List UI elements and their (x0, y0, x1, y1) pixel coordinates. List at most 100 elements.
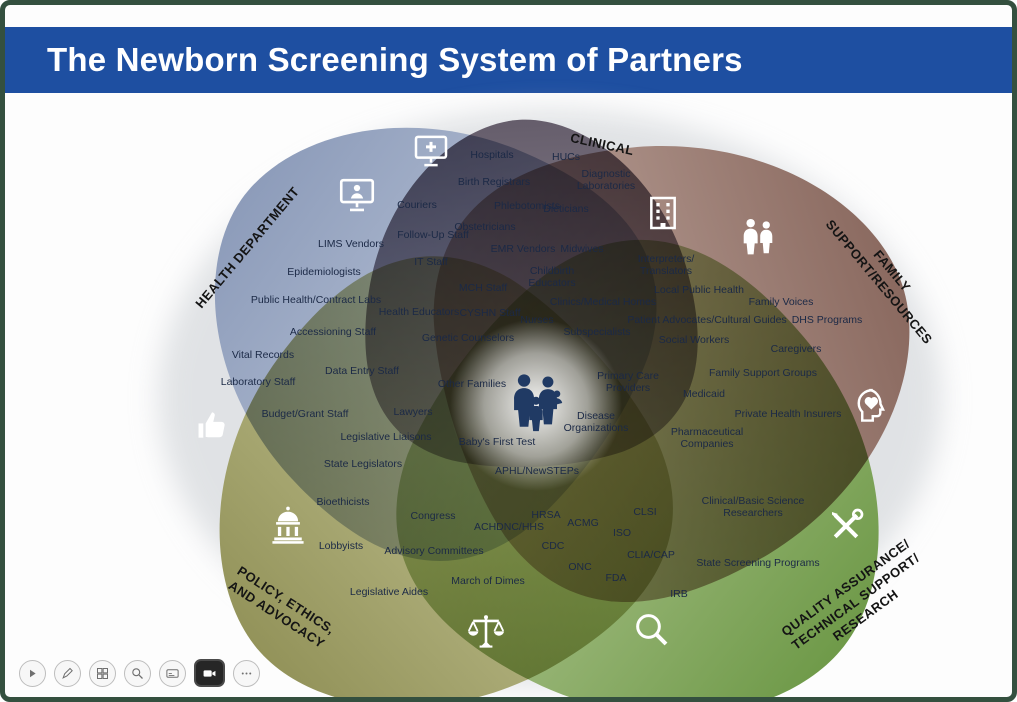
medical-computer-icon (411, 131, 451, 171)
tools-icon (826, 506, 866, 546)
partner-label: Public Health/Contract Labs (250, 293, 382, 306)
scales-icon (464, 609, 508, 653)
partner-label: CDC (541, 539, 565, 552)
partner-label: EMR Vendors (490, 242, 556, 255)
partner-label: Budget/Grant Staff (261, 407, 349, 420)
partner-label: Clinical/Basic Science Researchers (701, 494, 805, 519)
zoom-button[interactable] (124, 659, 151, 687)
icons-layer (5, 5, 1017, 702)
partner-label: Subspecialists (563, 325, 631, 338)
partner-label: Data Entry Staff (325, 364, 399, 377)
partner-label: Bioethicists (316, 495, 370, 508)
partner-label: Other Families (437, 377, 507, 390)
family-icon (735, 214, 781, 258)
petals-layer (214, 119, 910, 697)
partner-label: Legislative Liaisons (340, 430, 432, 443)
partner-label: DHS Programs (791, 313, 863, 326)
partner-label: CLIA/CAP (627, 548, 675, 561)
partner-label: Private Health Insurers (734, 407, 842, 420)
hospital-building-icon (643, 191, 683, 235)
partner-label: Diagnostic Laboratories (576, 167, 636, 192)
partner-label: Phlebotomists (494, 199, 560, 212)
partner-label: Obstetricians (454, 220, 516, 233)
partner-label: Lawyers (393, 405, 433, 418)
head-heart-icon (850, 384, 892, 426)
partner-label: Accessioning Staff (289, 325, 377, 338)
petal-health-department (214, 127, 657, 561)
partner-label: Genetic Counselors (421, 331, 515, 344)
slide-title: The Newborn Screening System of Partners (47, 41, 743, 78)
partner-label: Childbirth Educators (528, 264, 576, 289)
pen-icon (60, 666, 75, 681)
partner-label: Family Support Groups (709, 366, 817, 379)
petal-clinical (365, 119, 698, 468)
partner-label: Interpreters/ Translators (637, 252, 695, 277)
partner-label: Caregivers (770, 342, 822, 355)
partner-label: Family Voices (748, 295, 814, 308)
partner-label: ISO (612, 526, 632, 539)
petal-policy-ethics-advocacy (219, 256, 673, 697)
partner-label: Baby's First Test (458, 435, 536, 448)
petal-title-family: FAMILY SUPPORT/RESOURCES (822, 216, 936, 347)
title-bar: The Newborn Screening System of Partners (5, 27, 1012, 93)
partner-label: Pharmaceutical Companies (670, 425, 744, 450)
petal-titles-layer: HEALTH DEPARTMENT CLINICAL FAMILY SUPPORT/… (5, 5, 1012, 697)
ellipsis-icon (239, 666, 254, 681)
partner-label: HRSA (531, 508, 561, 521)
partner-label: ACMG (567, 516, 599, 529)
partner-label: Primary Care Providers (597, 369, 659, 394)
partner-label: IT Staff (414, 255, 448, 268)
partner-label: Health Educators (378, 305, 460, 318)
magnifier-icon (631, 609, 671, 649)
partner-label: ONC (568, 560, 592, 573)
zoom-icon (130, 666, 145, 681)
partner-label: Couriers (397, 198, 437, 211)
partner-label: Congress (410, 509, 456, 522)
partner-label: LIMS Vendors (318, 237, 384, 250)
camera-button[interactable] (194, 659, 225, 687)
partner-label: Clinics/Medical Homes (549, 295, 657, 308)
partner-label: IRB (670, 587, 688, 600)
partner-label: FDA (605, 571, 627, 584)
partner-label: State Screening Programs (696, 556, 820, 569)
capitol-icon (266, 503, 310, 547)
partner-label: Advisory Committees (384, 544, 484, 557)
petal-title-policy: POLICY, ETHICS, AND ADVOCACY (225, 563, 338, 651)
partner-label: Midwives (560, 242, 604, 255)
play-icon (25, 666, 40, 681)
captions-button[interactable] (159, 659, 186, 687)
partner-label: HUCs (552, 150, 580, 163)
pen-button[interactable] (54, 659, 81, 687)
partner-label: APHL/NewSTEPs (494, 464, 580, 477)
partner-label: Hospitals (470, 148, 514, 161)
partner-label: Epidemiologists (287, 265, 361, 278)
partner-label: ACHDNC/HHS (473, 520, 545, 533)
partner-label: Local Public Health (654, 283, 744, 296)
partner-label: Disease Organizations (563, 409, 629, 434)
telehealth-monitor-icon (336, 174, 378, 216)
center-family-icon (497, 371, 575, 433)
petal-title-health: HEALTH DEPARTMENT (192, 183, 303, 311)
grid-icon (95, 666, 110, 681)
hand-icon (193, 406, 231, 444)
presenter-toolbar (19, 659, 260, 687)
partner-label: Laboratory Staff (220, 375, 296, 388)
more-options-button[interactable] (233, 659, 260, 687)
partner-label: Social Workers (658, 333, 730, 346)
petal-title-qa: QUALITY ASSURANCE/ TECHNICAL SUPPORT/ RE… (778, 535, 923, 653)
petal-title-clinical: CLINICAL (569, 130, 636, 159)
camera-icon (202, 666, 217, 681)
diagram-shadow (158, 110, 942, 686)
partner-label: Vital Records (231, 348, 295, 361)
all-slides-button[interactable] (89, 659, 116, 687)
partner-label: Medicaid (682, 387, 726, 400)
petal-family-support (433, 146, 910, 603)
next-slide-button[interactable] (19, 659, 46, 687)
partner-label: Lobbyists (318, 539, 364, 552)
partner-label: State Legislators (323, 457, 403, 470)
partner-label: March of Dimes (451, 574, 525, 587)
captions-icon (165, 666, 180, 681)
partner-label: CYSHN Staff (459, 306, 521, 319)
